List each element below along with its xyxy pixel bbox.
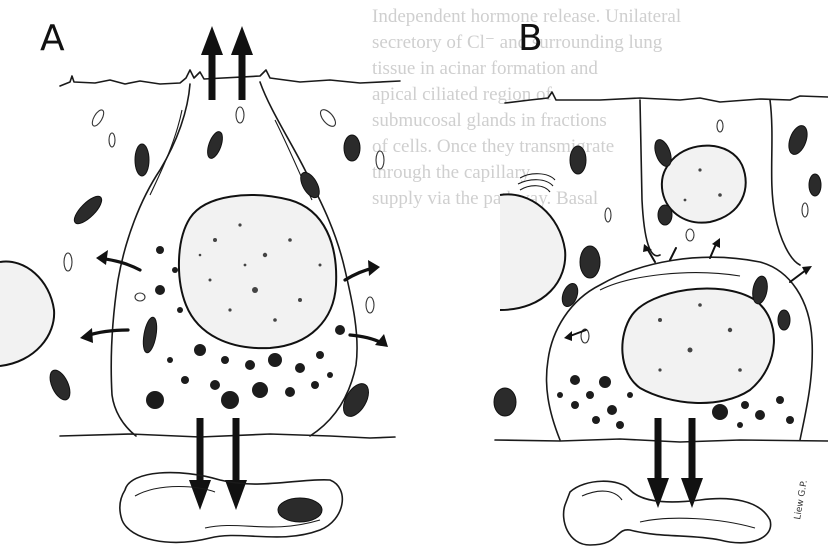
panel-a-inner-membrane: [150, 110, 312, 200]
panel-a-basal-arrows: [189, 418, 247, 510]
ghost-line-8: supply via the pathway. Basal: [372, 188, 598, 209]
panel-a-label: A: [40, 18, 65, 59]
panel-a-basement-membrane: [60, 434, 395, 438]
panel-b-basal-arrows: [647, 418, 703, 508]
panel-b-capillary-inner: [582, 491, 755, 528]
panel-b-neighbor-nucleus: [500, 194, 565, 310]
panel-b-lower-nucleus: [622, 288, 774, 403]
panel-a-neighbor-nucleus: [0, 262, 54, 366]
panel-b-label: B: [518, 18, 543, 59]
panel-a-apical-surface: [60, 70, 400, 86]
panel-a-apical-arrows: [201, 26, 253, 100]
ghost-line-5: submucosal glands in fractions: [372, 110, 607, 131]
ghost-line-3: tissue in acinar formation and: [372, 58, 598, 79]
ghost-line-7: through the capillary: [372, 162, 531, 183]
panel-b-upper-nucleus: [662, 146, 746, 223]
ghost-line-4: apical ciliated region of: [372, 84, 553, 105]
panel-a: A: [0, 18, 400, 542]
panel-b-capillary: [564, 481, 771, 545]
panel-a-capillary-cell: [278, 498, 322, 522]
panel-b-apical-surface: [505, 92, 828, 103]
artist-signature: Liew G.P.: [793, 479, 810, 520]
panel-a-nucleus: [179, 195, 336, 348]
